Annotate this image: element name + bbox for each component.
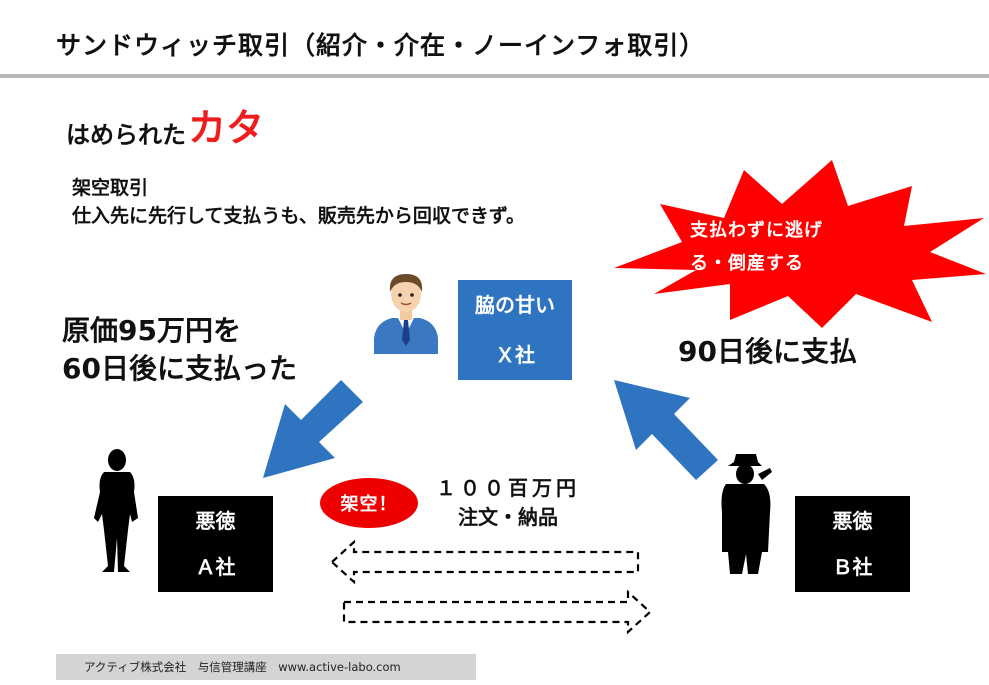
page-title: サンドウィッチ取引（紹介・介在・ノーインフォ取引） (56, 31, 706, 60)
company-x-line-1: 脇の甘い (475, 293, 555, 317)
arrow-x-to-a-icon (263, 380, 363, 478)
dashed-arrow-left-icon (330, 540, 640, 584)
fake-badge: 架空！ (320, 478, 418, 528)
burst-line-2: る・倒産する (690, 253, 804, 274)
payment-from-b-note: 90日後に支払 (678, 335, 857, 368)
payment-to-a-line-2: 60日後に支払った (62, 352, 297, 385)
subtitle: はめられた カタ (66, 104, 264, 150)
payment-to-a-line-1: 原価95万円を (62, 314, 241, 347)
company-x-line-2: Ｘ社 (495, 343, 535, 367)
burst-line-1: 支払わずに逃げ (690, 220, 823, 241)
businessman-icon (374, 274, 438, 354)
order-text: １００百万円 注文・納品 (436, 474, 580, 532)
company-b-line-2: Ｂ社 (832, 555, 873, 579)
title-divider (0, 74, 989, 78)
subtitle-prefix: はめられた (66, 121, 186, 149)
company-a-line-2: Ａ社 (195, 555, 236, 579)
description-line-2: 仕入先に先行して支払うも、販売先から回収できず。 (72, 205, 525, 227)
company-b-line-1: 悪徳 (832, 509, 873, 533)
company-a-line-1: 悪徳 (195, 509, 236, 533)
burst-icon (614, 160, 986, 328)
silhouette-spy-icon (721, 454, 772, 574)
subtitle-accent: カタ (188, 106, 265, 150)
silhouette-man-icon (94, 449, 138, 572)
footer: アクティブ株式会社 与信管理講座 www.active-labo.com (56, 654, 476, 680)
description: 架空取引 仕入先に先行して支払うも、販売先から回収できず。 (72, 174, 525, 230)
order-items: 注文・納品 (458, 505, 558, 529)
company-b-box: 悪徳 Ｂ社 (795, 496, 910, 592)
description-line-1: 架空取引 (72, 177, 149, 199)
arrow-b-to-x-icon (614, 380, 718, 480)
company-x-box: 脇の甘い Ｘ社 (458, 280, 572, 380)
payment-to-a-note: 原価95万円を 60日後に支払った (62, 312, 297, 388)
company-a-box: 悪徳 Ａ社 (158, 496, 273, 592)
burst-text: 支払わずに逃げ る・倒産する (690, 214, 900, 280)
dashed-arrow-right-icon (342, 590, 652, 634)
order-amount: １００百万円 (436, 476, 580, 500)
